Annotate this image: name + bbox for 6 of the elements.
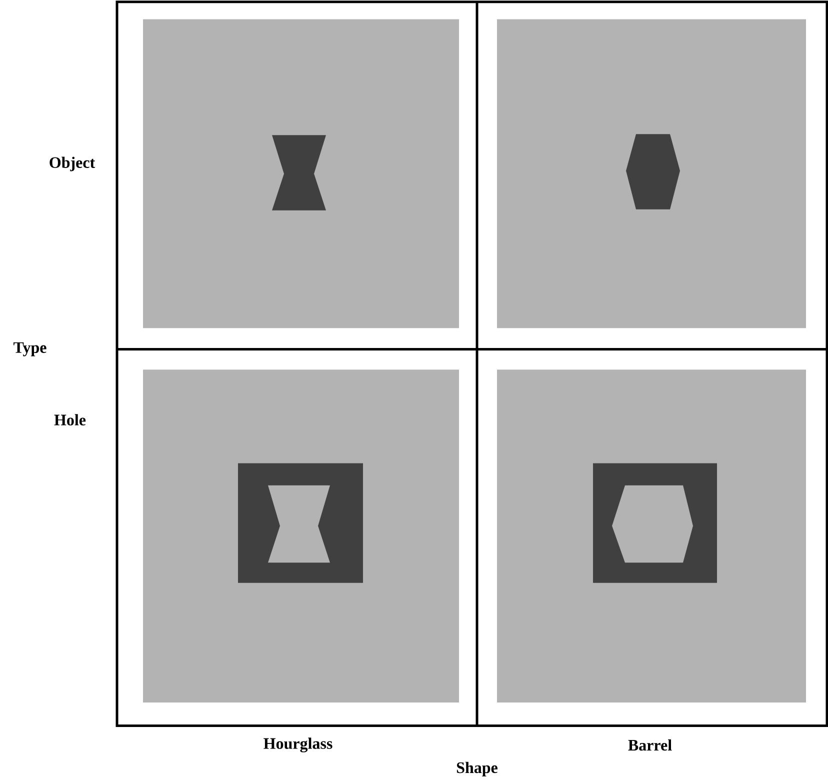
- row-label: Hole: [54, 414, 86, 426]
- axis-label: Type: [14, 342, 46, 356]
- row-label: Object: [50, 156, 96, 172]
- axis-label: Shape: [456, 762, 498, 776]
- column-label: Hourglass: [264, 738, 332, 752]
- column-label: Barrel: [628, 739, 672, 751]
